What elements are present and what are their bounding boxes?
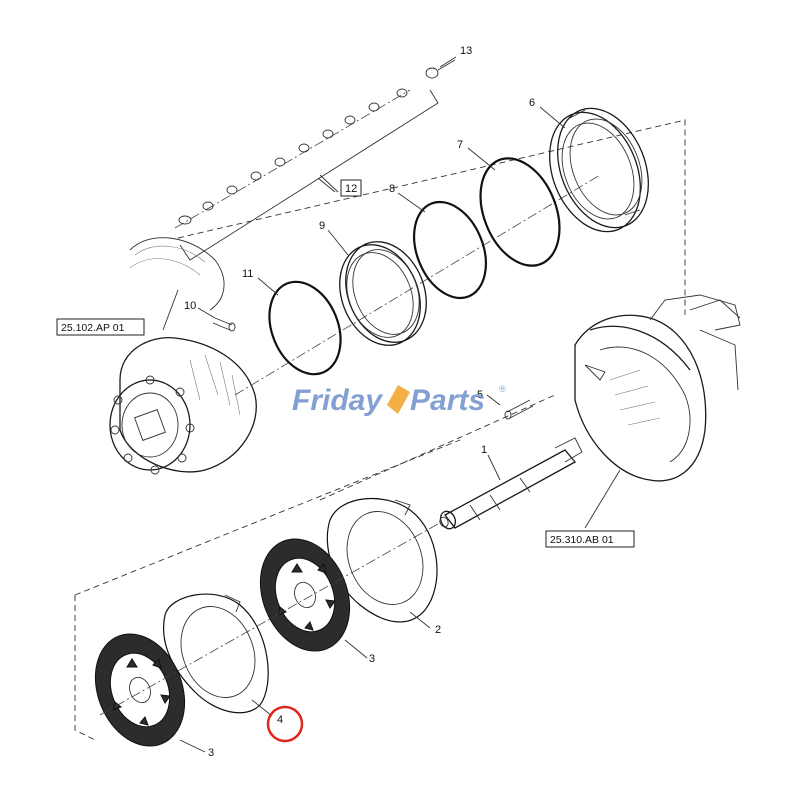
callout-12: 12	[345, 183, 357, 195]
o-ring-7	[479, 157, 561, 267]
watermark-logo: Friday Parts ®	[292, 384, 506, 417]
wheel-hub	[109, 237, 257, 475]
callout-12-box: 12	[340, 179, 362, 197]
pin-10	[212, 317, 236, 332]
callout-2: 2	[435, 624, 441, 636]
seal-9	[339, 241, 427, 346]
watermark-part2: Parts	[410, 384, 485, 417]
center-axis	[234, 174, 601, 396]
watermark-reg: ®	[499, 384, 506, 394]
pin-5	[504, 399, 534, 420]
steel-plate-4	[163, 593, 269, 714]
callout-10: 10	[184, 300, 196, 312]
callout-3-lower: 3	[208, 747, 214, 759]
callout-6: 6	[529, 97, 535, 109]
ref-housing-label: 25.310.AB 01	[550, 534, 614, 546]
piston-6	[549, 107, 649, 233]
shaft-1	[439, 437, 583, 530]
callout-7: 7	[457, 139, 463, 151]
callout-5: 5	[477, 389, 483, 401]
assembly-boundary	[74, 119, 686, 741]
callout-8: 8	[389, 183, 395, 195]
callout-3-upper: 3	[369, 653, 375, 665]
ref-housing-box: 25.310.AB 01	[545, 530, 635, 548]
highlight-circle	[266, 705, 304, 743]
ref-hub-box: 25.102.AP 01	[56, 318, 145, 336]
callout-11: 11	[242, 268, 253, 280]
watermark-part1: Friday	[292, 384, 383, 417]
callout-4: 4	[277, 714, 283, 726]
leader-lines	[162, 56, 621, 753]
callout-1: 1	[481, 444, 487, 456]
callouts: 13 6 7 8 9 11 10 5 1 2 3 4 3	[184, 45, 535, 759]
callout-9: 9	[319, 220, 325, 232]
o-ring-11	[268, 280, 342, 376]
callout-13: 13	[460, 45, 472, 57]
watermark-slash-icon	[387, 385, 410, 414]
lower-axis	[99, 519, 446, 716]
friction-disc-3-lower	[94, 633, 186, 747]
ref-hub-label: 25.102.AP 01	[61, 322, 125, 334]
o-ring-8	[413, 200, 487, 300]
axle-housing	[574, 294, 741, 482]
bolt-set	[174, 59, 456, 261]
